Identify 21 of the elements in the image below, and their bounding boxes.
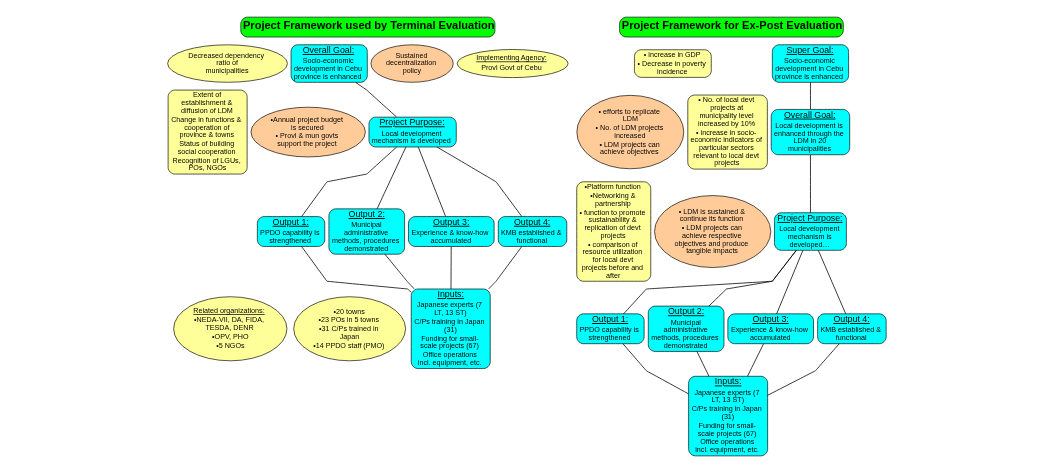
connector: [450, 246, 452, 290]
node-box: Project Framework for Ex-Post Evaluation: [618, 16, 844, 38]
connector: [746, 343, 764, 377]
connector: [817, 250, 846, 315]
connector: [300, 246, 412, 293]
connector: [766, 343, 840, 396]
connector: [376, 146, 406, 210]
connector: [384, 253, 414, 290]
connector: [417, 146, 446, 217]
connector: [436, 146, 522, 217]
connector: [300, 146, 397, 217]
connector: [775, 250, 803, 315]
connector: [354, 82, 397, 118]
connector: [622, 343, 689, 395]
connector: [809, 154, 811, 214]
connector: [487, 246, 522, 290]
connector: [696, 351, 709, 377]
connector: [809, 81, 811, 110]
node-box: Project Framework used by Terminal Evaluation: [239, 16, 495, 38]
connector: [708, 250, 797, 307]
connector: [622, 250, 797, 315]
